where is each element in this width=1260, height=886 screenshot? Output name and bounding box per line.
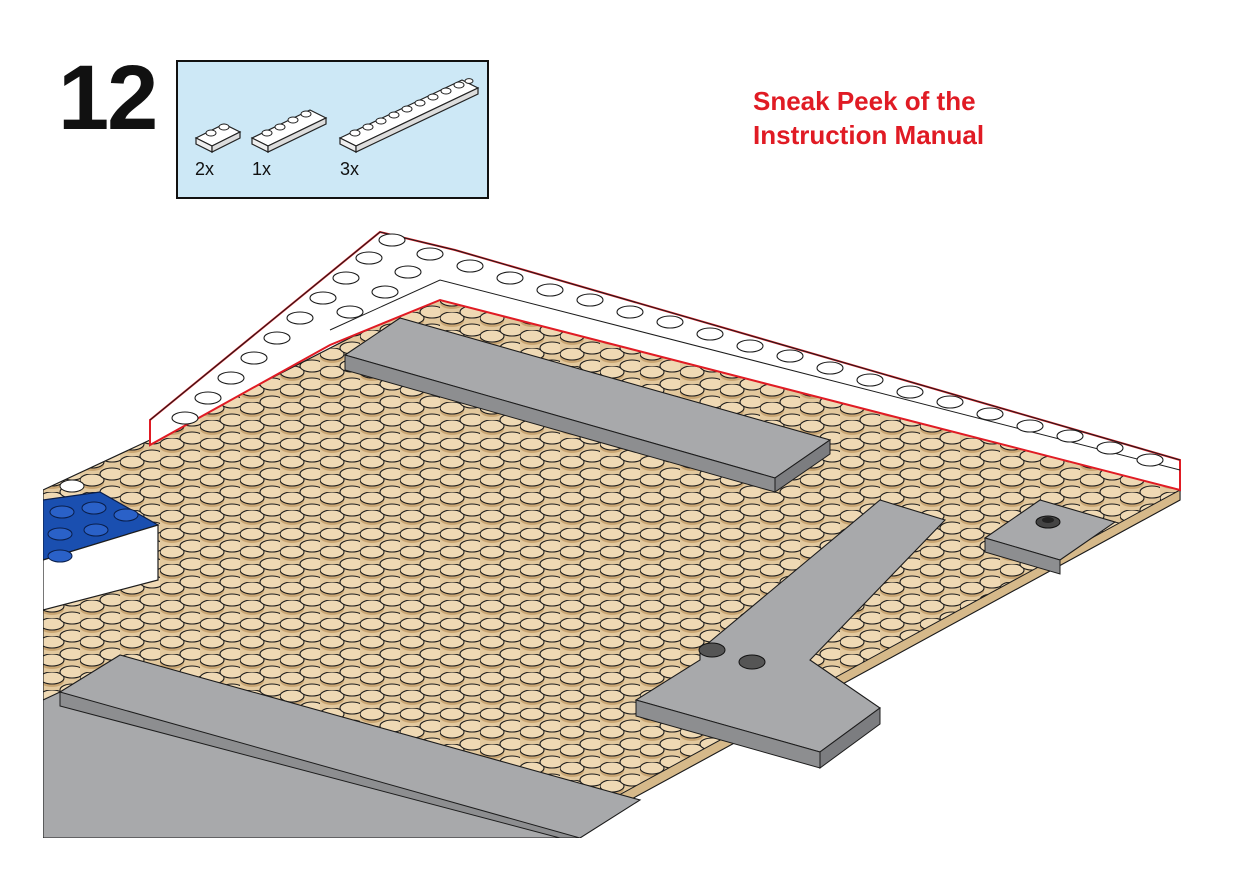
- parts-callout: 2x 1x 3x: [176, 60, 489, 199]
- sneak-peek-line-2: Instruction Manual: [753, 120, 985, 150]
- part-qty-plate-1x4: 1x: [252, 159, 272, 179]
- gray-tile-strip-bottom: [43, 654, 642, 838]
- step-number: 12: [58, 47, 158, 149]
- part-qty-plate-1x10: 3x: [340, 159, 360, 179]
- gray-tile-l-shape: [634, 499, 947, 769]
- sneak-peek-line-1: Sneak Peek of the: [753, 86, 976, 116]
- gray-tile-single: [983, 499, 1117, 575]
- part-plate-1x2: [194, 123, 242, 153]
- white-plate-wall: [149, 230, 1181, 492]
- gray-tile-strip-top: [343, 317, 832, 493]
- part-plate-1x4: [250, 109, 328, 153]
- part-qty-plate-1x2: 2x: [195, 159, 215, 179]
- sneak-peek-note: Sneak Peek of the Instruction Manual: [753, 84, 984, 152]
- part-plate-1x10: [338, 78, 480, 153]
- blue-brick: [43, 479, 160, 611]
- parts-callout-illustrations: [194, 78, 480, 153]
